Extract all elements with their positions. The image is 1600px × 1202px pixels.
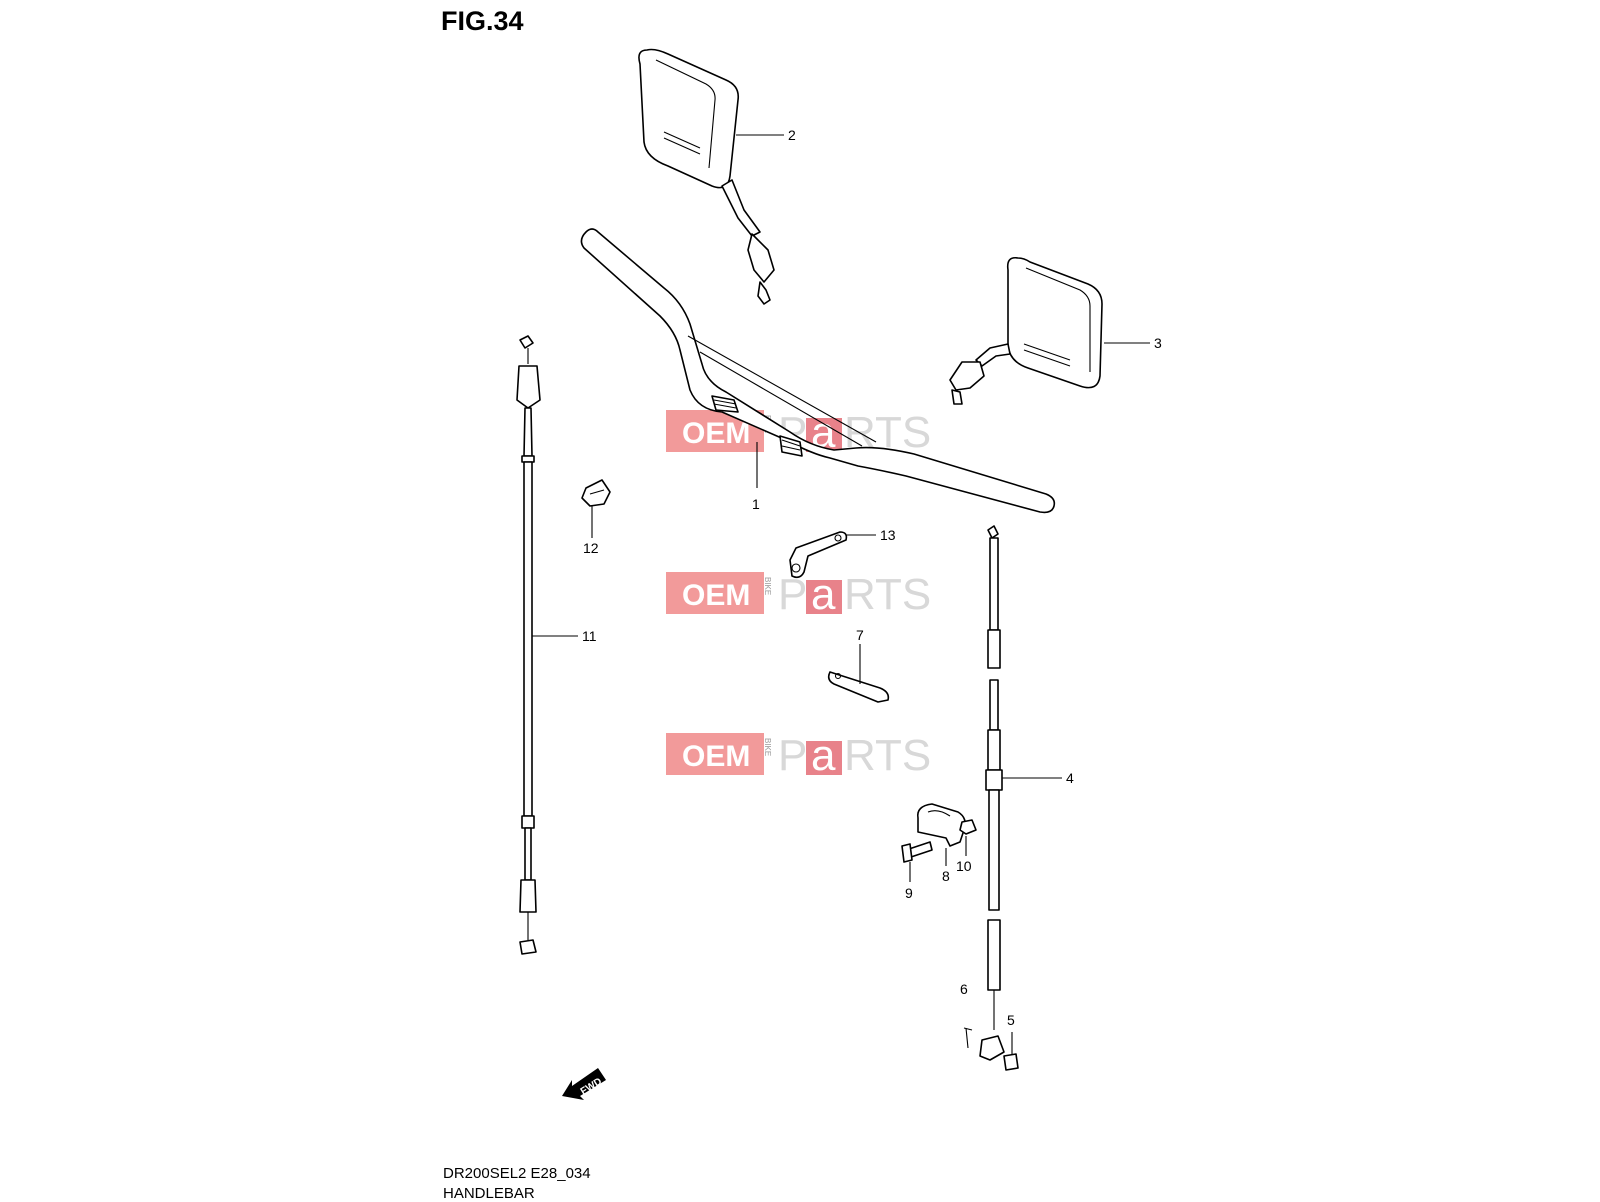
section-name: HANDLEBAR: [443, 1185, 535, 1202]
watermark-oem: OEM: [682, 740, 750, 773]
callout-4: 4: [1066, 770, 1074, 786]
part-cable-bracket[interactable]: [789, 531, 848, 579]
callout-2: 2: [788, 127, 796, 143]
part-clutch-cable[interactable]: [985, 525, 1003, 1030]
part-clamp-plate[interactable]: [827, 671, 890, 703]
watermark-a: a: [811, 731, 836, 780]
callout-13: 13: [880, 527, 896, 543]
fwd-arrow-icon: FWD: [562, 1068, 606, 1100]
watermark-2: OEM BIKE P a RTS: [666, 570, 931, 619]
part-small-clamp[interactable]: [581, 479, 611, 507]
watermark-3: OEM BIKE P a RTS: [666, 731, 931, 780]
watermark-rts: RTS: [844, 731, 931, 780]
watermark-p: P: [778, 570, 807, 619]
part-adjuster-bolt[interactable]: [979, 1035, 1019, 1071]
part-left-mirror[interactable]: [638, 48, 775, 305]
part-throttle-cable[interactable]: [516, 335, 541, 955]
callout-1: 1: [752, 496, 760, 512]
watermark-bike: BIKE: [763, 577, 772, 595]
callout-5: 5: [1007, 1012, 1015, 1028]
watermark-oem: OEM: [682, 579, 750, 612]
watermark-a: a: [811, 570, 836, 619]
callout-12: 12: [583, 540, 599, 556]
watermark-oem: OEM: [682, 417, 750, 450]
watermark-rts: RTS: [844, 570, 931, 619]
figure-title: FIG.34: [441, 6, 524, 36]
watermark-bike: BIKE: [763, 738, 772, 756]
model-code: DR200SEL2 E28_034: [443, 1165, 591, 1182]
watermark-p: P: [778, 731, 807, 780]
callout-10: 10: [956, 858, 972, 874]
part-cable-clamp[interactable]: [916, 803, 966, 847]
callout-8: 8: [942, 868, 950, 884]
callout-11: 11: [582, 628, 597, 644]
part-right-mirror[interactable]: [949, 256, 1103, 405]
callout-3: 3: [1154, 335, 1162, 351]
leader-lines: [532, 134, 1150, 1054]
callout-9: 9: [905, 885, 913, 901]
callout-numbers: 2 3 1 12 13 7 11 4 8 10 9 6 5: [582, 127, 1162, 1028]
part-nut[interactable]: [959, 819, 977, 835]
part-handlebar[interactable]: [580, 228, 1056, 514]
callout-7: 7: [856, 627, 864, 643]
part-screw[interactable]: [901, 841, 933, 863]
callout-6: 6: [960, 981, 968, 997]
part-pin[interactable]: [963, 1027, 973, 1049]
